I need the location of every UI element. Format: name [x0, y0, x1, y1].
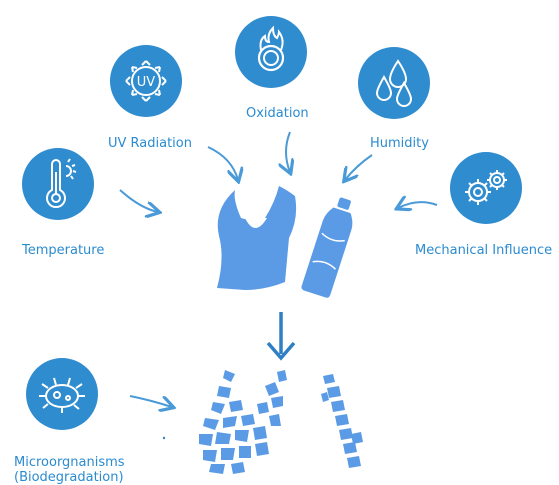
humidity-arrow	[345, 154, 373, 180]
plastic-bottle-icon	[301, 197, 353, 298]
humidity-circle	[358, 47, 430, 119]
oxidation-arrow	[286, 131, 290, 172]
microorganisms-arrow	[129, 395, 172, 407]
gears-icon	[465, 170, 507, 205]
uv-circle: UV	[110, 45, 182, 117]
plastic-items	[217, 186, 353, 298]
svg-text:UV: UV	[137, 75, 156, 90]
oxidation-circle	[235, 16, 307, 88]
temperature-circle	[22, 148, 94, 220]
temperature-arrow	[119, 189, 158, 212]
microorganisms-label-line2: (Biodegradation)	[14, 470, 124, 485]
microorganisms-circle	[26, 358, 98, 430]
stray-dot	[162, 436, 166, 440]
thermometer-sun-icon	[46, 158, 77, 209]
fragmented-bag-icon	[199, 370, 287, 474]
plastic-bag-icon	[217, 186, 297, 290]
mechanical-label: Mechanical Influence	[415, 243, 553, 258]
plastic-fragments	[199, 370, 363, 474]
uv-label: UV Radiation	[108, 136, 192, 151]
humidity-label: Humidity	[370, 136, 429, 151]
microorganisms-label-line1: Microorgnanisms	[14, 455, 125, 470]
water-drops-icon	[375, 59, 413, 107]
uv-arrow	[207, 146, 238, 180]
down-arrow	[266, 312, 296, 361]
flame-ring-icon	[257, 25, 285, 72]
mechanical-arrow	[398, 202, 438, 208]
mechanical-circle	[450, 152, 522, 224]
oxidation-label: Oxidation	[246, 106, 309, 121]
microbe-icon	[39, 377, 85, 413]
uv-sun-icon: UV	[125, 60, 167, 102]
temperature-label: Temperature	[22, 243, 105, 258]
fragmented-bottle-icon	[321, 374, 363, 468]
